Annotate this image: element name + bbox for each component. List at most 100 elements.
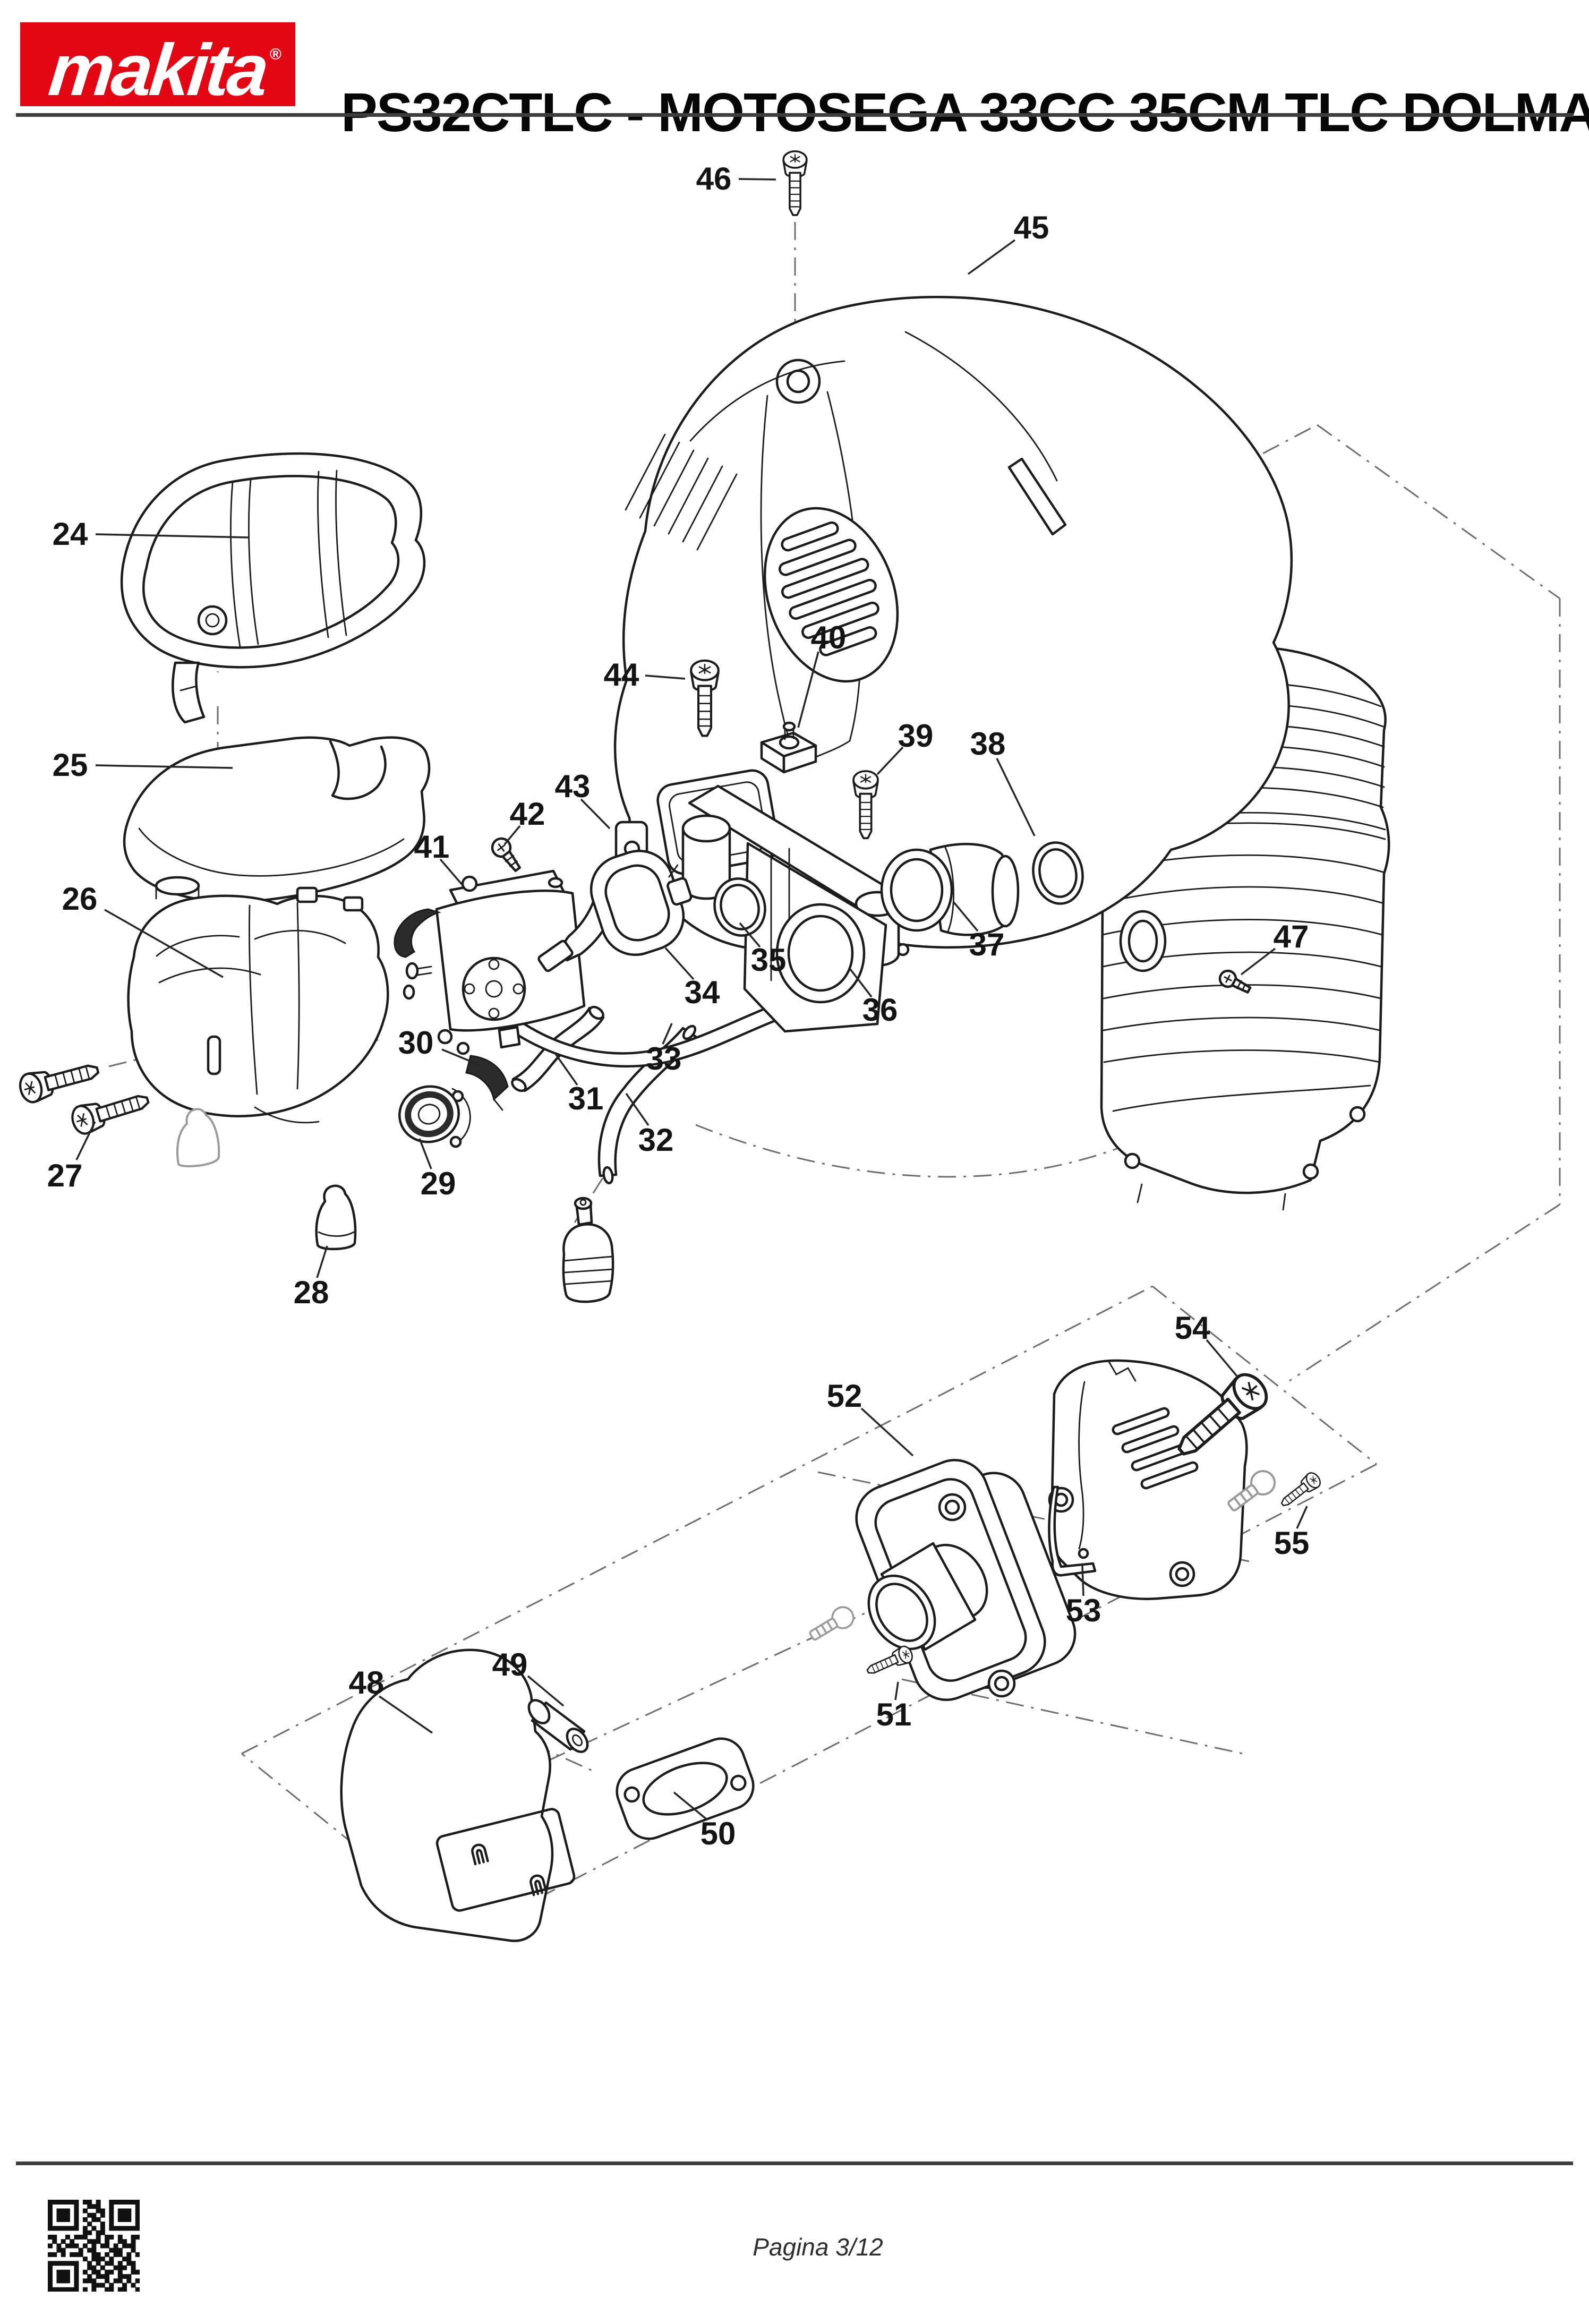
- leader-line-34: [664, 947, 695, 980]
- part-callout-51: 51: [876, 1697, 912, 1732]
- part-callout-49: 49: [492, 1647, 528, 1682]
- part-25-air-filter-element: [123, 736, 431, 903]
- part-callout-52: 52: [827, 1378, 862, 1414]
- part-callout-31: 31: [568, 1081, 604, 1116]
- part-30-elbow-fitting: [465, 1055, 509, 1111]
- part-callout-26: 26: [62, 881, 98, 917]
- part-callout-50: 50: [700, 1816, 736, 1851]
- part-29-primer-bulb: [398, 1085, 471, 1148]
- part-callout-27: 27: [47, 1158, 83, 1193]
- leader-line-40: [797, 651, 819, 728]
- leader-line-37: [953, 901, 979, 932]
- leader-line-39: [876, 746, 904, 775]
- leader-line-47: [1240, 947, 1276, 976]
- part-callout-30: 30: [398, 1025, 434, 1061]
- part-callout-47: 47: [1274, 919, 1309, 954]
- leader-line-41: [439, 858, 464, 887]
- part-49-spacer-sleeve: [527, 1699, 589, 1753]
- footer-divider: [16, 2161, 1573, 2165]
- leader-line-25: [95, 764, 233, 769]
- part-callout-29: 29: [421, 1166, 456, 1201]
- part-callout-45: 45: [1014, 210, 1049, 245]
- part-callout-41: 41: [414, 829, 450, 865]
- leader-line-52: [860, 1407, 914, 1457]
- leader-line-33: [662, 1023, 673, 1045]
- part-callout-33: 33: [646, 1041, 682, 1076]
- registered-trademark-icon: ®: [269, 46, 281, 63]
- leader-line-26: [104, 909, 224, 978]
- part-callout-37: 37: [969, 927, 1005, 962]
- leader-line-54: [1206, 1339, 1238, 1377]
- part-36-intake-spacer: [681, 784, 916, 1033]
- part-callout-34: 34: [685, 975, 720, 1010]
- leader-line-43: [580, 798, 611, 830]
- fuel-filter: [562, 1197, 614, 1303]
- ghost-screw-upper: [1227, 1470, 1276, 1511]
- part-53-deflector: [1048, 1485, 1097, 1577]
- leader-line-49: [527, 1675, 565, 1707]
- part-callout-44: 44: [604, 657, 639, 693]
- part-callout-24: 24: [53, 516, 88, 552]
- part-callout-32: 32: [638, 1122, 674, 1158]
- part-48-heat-shield: [340, 1648, 576, 1942]
- leader-line-35: [739, 922, 761, 948]
- leader-line-32: [625, 1092, 650, 1126]
- leader-line-27: [75, 1121, 96, 1160]
- part-51-screw: [864, 1643, 916, 1680]
- leader-line-38: [996, 758, 1036, 836]
- leader-line-28: [316, 1245, 328, 1278]
- part-callout-43: 43: [555, 768, 591, 804]
- leader-line-48: [379, 1695, 433, 1734]
- part-callout-39: 39: [898, 718, 934, 754]
- part-callout-35: 35: [751, 942, 787, 978]
- part-callout-42: 42: [510, 796, 545, 832]
- part-26-air-box: [127, 876, 389, 1124]
- leader-line-53: [1081, 1565, 1084, 1596]
- part-47-screw: [1218, 969, 1252, 994]
- leader-line-42: [503, 825, 521, 845]
- muffler-front-half: [855, 1459, 1077, 1701]
- page-number: Pagina 3/12: [753, 2233, 883, 2261]
- part-40-cage-nut: [760, 721, 817, 774]
- part-50-exhaust-gasket: [616, 1737, 755, 1840]
- leader-line-30: [441, 1048, 480, 1066]
- part-callout-28: 28: [294, 1275, 329, 1310]
- part-callout-38: 38: [970, 726, 1006, 762]
- page-title: PS32CTLC - MOTOSEGA 33CC 35CM TLC DOLMAR: [341, 82, 1589, 143]
- part-27-screws: [17, 1056, 151, 1137]
- part-callout-55: 55: [1274, 1525, 1310, 1561]
- part-callout-36: 36: [862, 992, 898, 1028]
- leader-line-50: [673, 1791, 708, 1821]
- part-callout-46: 46: [696, 161, 732, 196]
- header-divider: [16, 113, 1573, 117]
- part-46-screw: [782, 150, 808, 216]
- leader-line-45: [967, 239, 1016, 275]
- part-callout-54: 54: [1175, 1310, 1210, 1346]
- part-55-screw: [1277, 1469, 1324, 1512]
- part-24-air-filter-frame: [120, 452, 426, 724]
- part-52-muffler-rear-half: [1048, 1359, 1248, 1600]
- part-37-intake-boot: [880, 843, 1020, 936]
- ghost-screw-lower: [809, 1606, 855, 1641]
- leader-line-24: [95, 533, 249, 539]
- part-38-o-ring: [1032, 841, 1084, 905]
- part-callout-25: 25: [53, 747, 88, 783]
- leader-line-55: [1296, 1506, 1308, 1529]
- leader-line-31: [554, 1052, 578, 1086]
- part-34-clamp-ring: [590, 849, 693, 956]
- part-callout-40: 40: [811, 620, 847, 655]
- brand-logo: makita ®: [20, 22, 295, 111]
- part-callout-53: 53: [1066, 1593, 1101, 1628]
- leader-line-46: [738, 178, 776, 181]
- part-45-top-cover: [613, 296, 1293, 967]
- part-41-carburetor: [394, 869, 586, 1055]
- leader-line-44: [645, 674, 686, 680]
- leader-line-51: [894, 1681, 899, 1701]
- leader-line-36: [849, 968, 873, 998]
- qr-code: [48, 2200, 140, 2292]
- rubber-buffer-small: [176, 1108, 220, 1167]
- leader-line-29: [418, 1138, 432, 1169]
- part-callout-48: 48: [349, 1665, 385, 1701]
